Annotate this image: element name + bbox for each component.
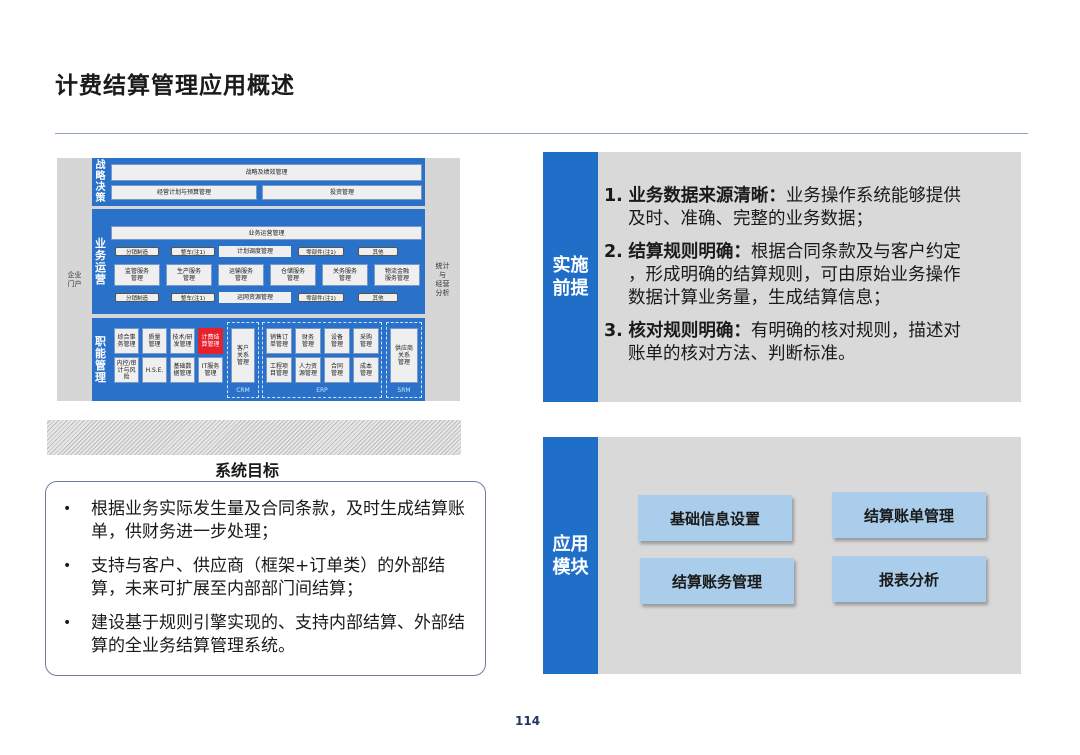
- func-bottom-2: 基础数 据管理: [170, 357, 195, 383]
- prereq-2-line2: ，形成明确的结算规则，可由原始业务操作: [628, 265, 961, 285]
- goals-box: • 根据业务实际发生量及合同条款，及时生成结算账单，供财务进一步处理； • 支持…: [45, 481, 486, 676]
- srm-box: 供应商 关系 管理: [390, 328, 418, 383]
- goal-text-3: 建设基于规则引擎实现的、支持内部结算、外部结算的全业务结算管理系统。: [91, 613, 465, 656]
- func-bottom-1: H.S.E.: [142, 357, 167, 383]
- strategy-performance-box: 战略及绩效管理: [111, 164, 422, 181]
- erp-bottom-3: 成本 管理: [353, 357, 379, 383]
- srm-label: SRM: [397, 387, 411, 394]
- func-top-1: 质量 管理: [142, 328, 167, 354]
- investment-box: 投资管理: [262, 185, 422, 200]
- crm-box: 客户 关系 管理: [231, 328, 255, 383]
- ops-row3-2: 运网资源管理: [219, 292, 291, 303]
- ops-row2-1: 生产服务 管理: [166, 264, 212, 286]
- modules-tag: 应用 模块: [543, 437, 598, 674]
- ops-row2-5: 物流金融 服务管理: [374, 264, 420, 286]
- modules-panel: 应用 模块 基础信息设置 结算账单管理 结算账务管理 报表分析: [543, 437, 1021, 674]
- analysis-label: 统计 与 经营 分析: [435, 261, 450, 297]
- func-bottom-3: IT服务 管理: [198, 357, 223, 383]
- strategy-band-label: 战略决策: [95, 160, 106, 204]
- goal-text-2: 支持与客户、供应商（框架+订单类）的外部结算，未来可扩展至内部部门间结算；: [91, 556, 446, 599]
- erp-bottom-0: 工程项 目管理: [266, 357, 292, 383]
- prereq-3-num: 3.: [604, 321, 623, 341]
- goal-item-3: • 建设基于规则引擎实现的、支持内部结算、外部结算的全业务结算管理系统。: [63, 612, 471, 658]
- ops-row2-4: 关务服务 管理: [322, 264, 368, 286]
- erp-label: ERP: [316, 387, 328, 394]
- erp-top-2: 设备 管理: [324, 328, 350, 354]
- crm-group: [227, 322, 259, 398]
- func-top-0: 综合事 务管理: [114, 328, 139, 354]
- func-top-2: 技术/研 发管理: [170, 328, 195, 354]
- prerequisites-panel: 实施 前提 1. 业务数据来源清晰：业务操作系统能够提供 及时、准确、完整的业务…: [543, 152, 1021, 402]
- erp-group: [262, 322, 382, 398]
- erp-top-0: 销售订 单管理: [266, 328, 292, 354]
- operations-band: 业务运营 业务运营管理 分销制造 整车(注1) 计划调度管理 零部件(注1) 其…: [92, 209, 425, 314]
- ops-row1-3: 零部件(注1): [298, 247, 344, 256]
- ops-row3-1: 整车(注1): [171, 293, 215, 302]
- bullet-dot: •: [63, 501, 72, 517]
- module-basic-info[interactable]: 基础信息设置: [638, 495, 792, 541]
- prereq-3-line1: 有明确的核对规则，描述对: [750, 321, 961, 341]
- prereq-3-line2: 账单的核对方法、判断标准。: [628, 344, 856, 364]
- ops-row1-1: 整车(注1): [171, 247, 215, 256]
- crm-label: CRM: [236, 387, 250, 394]
- billing-settlement-box: 计费结 算管理: [198, 328, 223, 354]
- prereq-1-line2: 及时、准确、完整的业务数据；: [628, 209, 873, 229]
- prerequisites-tag: 实施 前提: [543, 152, 598, 402]
- architecture-diagram: 企业 门户 统计 与 经营 分析 战略决策 战略及绩效管理 经营计划与预算管理 …: [57, 158, 460, 401]
- ops-row3-3: 零部件(注1): [298, 293, 344, 302]
- goal-item-2: • 支持与客户、供应商（框架+订单类）的外部结算，未来可扩展至内部部门间结算；: [63, 555, 471, 601]
- ops-row3-0: 分销制造: [115, 293, 159, 302]
- prereq-2-num: 2.: [604, 242, 623, 262]
- operations-header-box: 业务运营管理: [111, 226, 422, 240]
- module-report-analysis[interactable]: 报表分析: [832, 556, 986, 602]
- module-settlement-bill[interactable]: 结算账单管理: [832, 492, 986, 538]
- ops-row1-2: 计划调度管理: [219, 246, 291, 257]
- prerequisite-2: 2. 结算规则明确：根据合同条款及与客户约定 ，形成明确的结算规则，可由原始业务…: [604, 241, 1016, 310]
- diagram-shadow: [47, 420, 461, 455]
- ops-row3-4: 其他: [358, 293, 398, 302]
- module-settlement-accounts[interactable]: 结算账务管理: [640, 558, 794, 604]
- page-title: 计费结算管理应用概述: [55, 73, 295, 99]
- ops-row2-0: 监管服务 管理: [114, 264, 160, 286]
- prerequisite-1: 1. 业务数据来源清晰：业务操作系统能够提供 及时、准确、完整的业务数据；: [604, 185, 1016, 231]
- ops-row2-2: 运输服务 管理: [218, 264, 264, 286]
- strategy-band: 战略决策 战略及绩效管理 经营计划与预算管理 投资管理: [92, 158, 425, 206]
- prerequisite-3: 3. 核对规则明确：有明确的核对规则，描述对 账单的核对方法、判断标准。: [604, 320, 1016, 366]
- prereq-1-lead: 业务数据来源清晰：: [628, 186, 786, 206]
- goal-text-1: 根据业务实际发生量及合同条款，及时生成结算账单，供财务进一步处理；: [91, 499, 465, 542]
- operations-band-label: 业务运营: [95, 236, 106, 286]
- page-number: 114: [515, 714, 541, 728]
- functions-band-label: 职能管理: [95, 334, 106, 384]
- portal-label: 企业 门户: [67, 270, 82, 288]
- bullet-dot: •: [63, 558, 72, 574]
- ops-row1-4: 其他: [358, 247, 398, 256]
- prereq-2-line1: 根据合同条款及与客户约定: [750, 242, 961, 262]
- erp-bottom-1: 人力资 源管理: [295, 357, 321, 383]
- ops-row1-0: 分销制造: [115, 247, 159, 256]
- goals-title: 系统目标: [215, 461, 280, 480]
- erp-top-3: 采购 管理: [353, 328, 379, 354]
- prereq-3-lead: 核对规则明确：: [628, 321, 751, 341]
- goal-item-1: • 根据业务实际发生量及合同条款，及时生成结算账单，供财务进一步处理；: [63, 498, 471, 544]
- bullet-dot: •: [63, 615, 72, 631]
- functions-band: 职能管理 综合事 务管理 质量 管理 技术/研 发管理 计费结 算管理 内控/审…: [92, 318, 425, 401]
- ops-row2-3: 仓储服务 管理: [270, 264, 316, 286]
- erp-bottom-2: 合同 管理: [324, 357, 350, 383]
- prereq-2-lead: 结算规则明确：: [628, 242, 751, 262]
- prereq-1-line1: 业务操作系统能够提供: [785, 186, 961, 206]
- erp-top-1: 财务 管理: [295, 328, 321, 354]
- title-divider: [55, 133, 1028, 134]
- srm-group: [386, 322, 422, 398]
- func-bottom-0: 内控/审 计与风险: [114, 357, 139, 383]
- plan-budget-box: 经营计划与预算管理: [111, 185, 257, 200]
- prereq-2-line3: 数据计算业务量，生成结算信息；: [628, 288, 891, 308]
- prereq-1-num: 1.: [604, 186, 623, 206]
